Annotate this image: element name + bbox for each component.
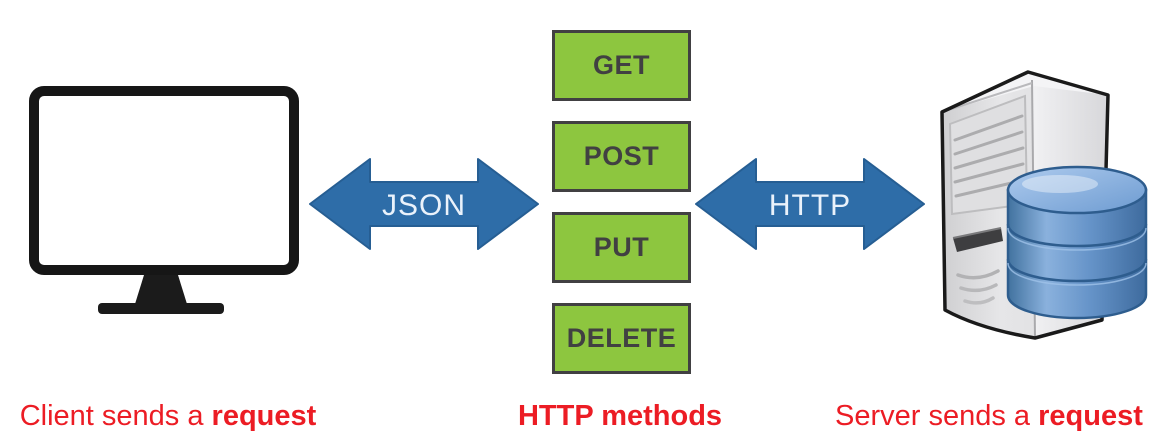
http-methods-list: GET POST PUT DELETE	[552, 30, 691, 374]
json-arrow-icon: JSON	[309, 158, 539, 250]
database-band-divider	[1006, 258, 1148, 283]
server-caption-bold: request	[1038, 400, 1143, 432]
database-band-divider	[1006, 223, 1148, 248]
monitor-stand-neck	[135, 275, 187, 304]
method-box-get: GET	[552, 30, 691, 101]
server-grille-line	[956, 269, 1000, 280]
method-label-delete: DELETE	[566, 323, 677, 353]
server-grille-line	[959, 283, 998, 293]
server-vent-slot	[953, 146, 1025, 170]
http-arrow-icon: HTTP	[695, 158, 925, 250]
client-monitor-icon	[29, 86, 299, 314]
client-caption-text: Client sends a	[19, 400, 204, 432]
json-arrow-label: JSON	[382, 189, 466, 222]
server-vent-slot	[953, 162, 1025, 184]
client-caption-bold: request	[211, 400, 317, 432]
database-cylinder-top	[1006, 165, 1148, 215]
database-band-sheen	[1007, 227, 1147, 251]
server-database-icon	[940, 70, 1148, 340]
method-label-post: POST	[583, 141, 660, 171]
client-caption: Client sends a request	[8, 396, 328, 436]
server-caption-text: Server sends a	[835, 400, 1031, 432]
method-box-put: PUT	[552, 212, 691, 283]
method-box-delete: DELETE	[552, 303, 691, 374]
double-arrow-shape	[309, 158, 539, 250]
monitor-screen	[29, 86, 299, 275]
server-tower-top	[942, 72, 1108, 112]
server-tower-top-edge	[941, 82, 1033, 113]
server-vent-slot	[953, 114, 1024, 142]
methods-caption-text: HTTP methods	[517, 400, 723, 432]
http-arrow-label: HTTP	[769, 189, 851, 222]
method-label-put: PUT	[593, 232, 650, 262]
monitor-stand-base	[98, 303, 224, 314]
database-highlight	[1022, 175, 1098, 193]
server-caption: Server sends a request	[835, 396, 1143, 436]
method-label-get: GET	[592, 50, 650, 80]
database-band-sheen	[1007, 262, 1147, 286]
method-box-post: POST	[552, 121, 691, 192]
methods-caption: HTTP methods	[470, 396, 770, 436]
double-arrow-shape	[695, 158, 925, 250]
server-drive-slot-edge	[952, 227, 1002, 239]
database-cylinder-body	[1006, 188, 1148, 320]
server-drive-slot	[953, 228, 1003, 252]
server-grille-line	[963, 296, 995, 305]
server-vent-slot	[953, 130, 1024, 156]
